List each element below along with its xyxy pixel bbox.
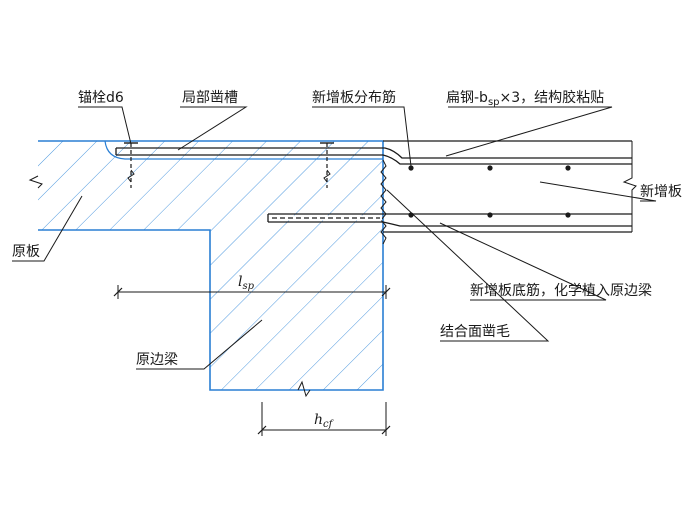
dimension-lsp (113, 285, 391, 299)
leader-interface (386, 189, 550, 342)
label-roughened-interface: 结合面凿毛 (440, 324, 510, 340)
new-slab-break (622, 141, 637, 232)
roughened-interface-mark (380, 159, 387, 245)
dim-label-lsp: lsp (238, 274, 255, 292)
leader-anchor (78, 106, 132, 145)
bottom-rebar-dots (408, 212, 571, 218)
label-new-slab-dist-rebar: 新增板分布筋 (312, 89, 396, 106)
local-groove-outline (104, 140, 383, 160)
label-new-slab-bottom-rebar: 新增板底筋，化学植入原边梁 (470, 282, 652, 299)
label-local-groove: 局部凿槽 (182, 90, 238, 106)
leader-new-slab (539, 181, 657, 202)
label-original-edge-beam: 原边梁 (136, 352, 178, 368)
dim-label-hcf: hcf (314, 412, 335, 430)
left-break-mark (28, 175, 43, 189)
flat-steel-line-lower (116, 154, 632, 165)
leader-bottom-rebar (439, 222, 607, 301)
anchor-bolt-2 (320, 142, 334, 188)
leader-dist-rebar (312, 106, 412, 167)
label-anchor-bolt: 锚栓d6 (78, 90, 124, 106)
new-slab (383, 140, 637, 233)
leader-lines (12, 106, 657, 370)
original-concrete (28, 140, 384, 398)
leader-orig-slab (12, 195, 83, 262)
label-original-slab: 原板 (12, 244, 40, 260)
dimension-hcf (257, 402, 391, 436)
bottom-rebar-anchorage-gap (270, 215, 382, 221)
leader-edge-beam (136, 319, 263, 370)
leader-groove (177, 106, 248, 151)
bottom-break-mark (297, 380, 311, 398)
top-rebar-dots (408, 165, 571, 171)
bottom-rebar-lower (268, 221, 632, 227)
flat-steel-line-upper (116, 147, 632, 159)
label-flat-steel: 扁钢-bsp×3，结构胶粘贴 (446, 89, 604, 108)
label-new-slab: 新增板 (640, 184, 682, 200)
leader-flat-steel (445, 106, 613, 157)
concrete-outline (38, 140, 384, 391)
